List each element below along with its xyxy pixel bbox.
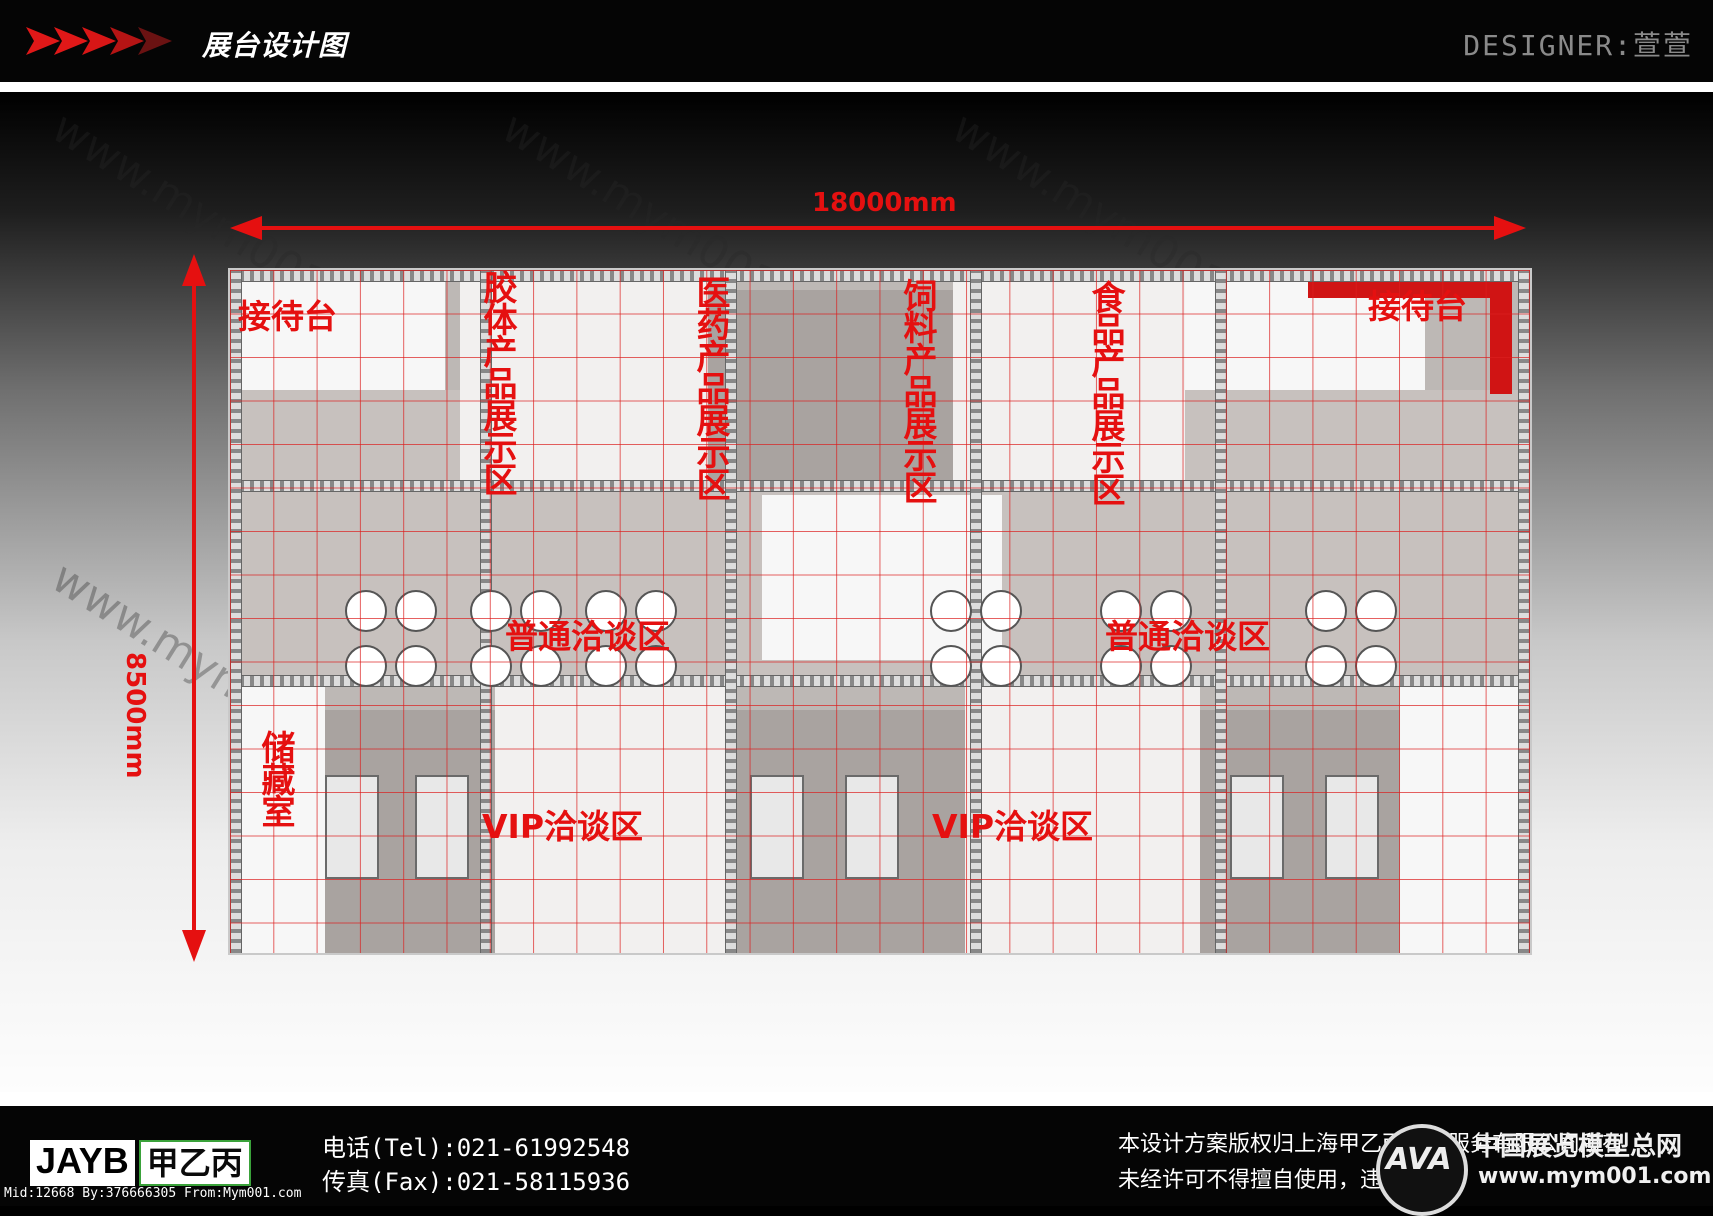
logo-chinese: 甲乙丙 xyxy=(138,1140,251,1186)
floor-area xyxy=(230,390,460,485)
zone-label-storage: 储藏室 xyxy=(255,730,295,826)
floor-area xyxy=(1185,390,1530,485)
zone-label-colloid-display: 胶体产品展示区 xyxy=(477,270,517,494)
meeting-table-set xyxy=(930,590,1030,690)
truss-post xyxy=(1215,270,1227,953)
reception-counter xyxy=(1490,274,1512,394)
copyright-notice-line1: 本设计方案版权归上海甲乙丙展示服务有限公司所有 xyxy=(1118,1132,1625,1157)
truss-post xyxy=(230,270,242,953)
fax-number: 传真(Fax):021-58115936 xyxy=(322,1168,631,1196)
truss-post xyxy=(1518,270,1530,953)
sofa xyxy=(1325,775,1379,879)
pharma-display-room xyxy=(488,270,708,480)
zone-label-pharma-display: 医药产品展示区 xyxy=(690,275,730,499)
food-display-room xyxy=(953,270,1185,485)
sofa xyxy=(750,775,804,879)
footer-divider xyxy=(0,1092,1713,1106)
model-meta: Mid:12668 By:376666305 From:Mym001.com xyxy=(4,1186,302,1201)
site-name: 中国展览模型总网 xyxy=(1474,1132,1683,1162)
floor-plan-canvas: www.mym001.com www.mym001.com www.mym001… xyxy=(0,92,1713,1092)
width-dimension: 18000mm xyxy=(812,188,957,218)
sofa xyxy=(325,775,379,879)
zone-label-general-meeting-left: 普通洽谈区 xyxy=(505,617,670,656)
sofa xyxy=(415,775,469,879)
zone-label-feed-display: 饲料产品展示区 xyxy=(897,278,937,502)
zone-label-reception-left: 接待台 xyxy=(238,297,337,336)
site-logo-text: AVA xyxy=(1386,1142,1452,1177)
header-divider xyxy=(0,82,1713,92)
company-logo: JAYB 甲乙丙 xyxy=(30,1140,251,1186)
zone-label-general-meeting-right: 普通洽谈区 xyxy=(1105,617,1270,656)
dimension-arrows xyxy=(182,216,1526,962)
zone-label-food-display: 食品产品展示区 xyxy=(1085,280,1125,504)
header-arrows-icon xyxy=(26,27,172,55)
header-bar: 展台设计图 DESIGNER:萱萱 xyxy=(0,0,1713,82)
depth-dimension: 8500mm xyxy=(120,652,150,779)
phone-number: 电话(Tel):021-61992548 xyxy=(322,1134,631,1162)
logo-latin: JAYB xyxy=(30,1140,135,1186)
side-room xyxy=(1400,680,1530,953)
sofa xyxy=(1230,775,1284,879)
meeting-table-set xyxy=(1305,590,1405,690)
sofa xyxy=(845,775,899,879)
truss-beam xyxy=(230,270,1530,282)
truss-beam xyxy=(230,480,1530,492)
zone-label-reception-right: 接待台 xyxy=(1368,287,1467,326)
footer-bar: JAYB 甲乙丙 电话(Tel):021-61992548 传真(Fax):02… xyxy=(0,1106,1713,1216)
meeting-table-set xyxy=(345,590,445,690)
booth-plan: 接待台 接待台 胶体产品展示区 医药产品展示区 饲料产品展示区 食品产品展示区 … xyxy=(228,268,1532,955)
site-logo-icon: AVA xyxy=(1376,1124,1468,1216)
zone-label-vip-right: VIP洽谈区 xyxy=(932,807,1094,846)
designer-credit: DESIGNER:萱萱 xyxy=(1463,29,1693,62)
zone-label-vip-left: VIP洽谈区 xyxy=(482,807,644,846)
page-title: 展台设计图 xyxy=(202,29,348,62)
site-url: www.mym001.com xyxy=(1478,1164,1712,1189)
